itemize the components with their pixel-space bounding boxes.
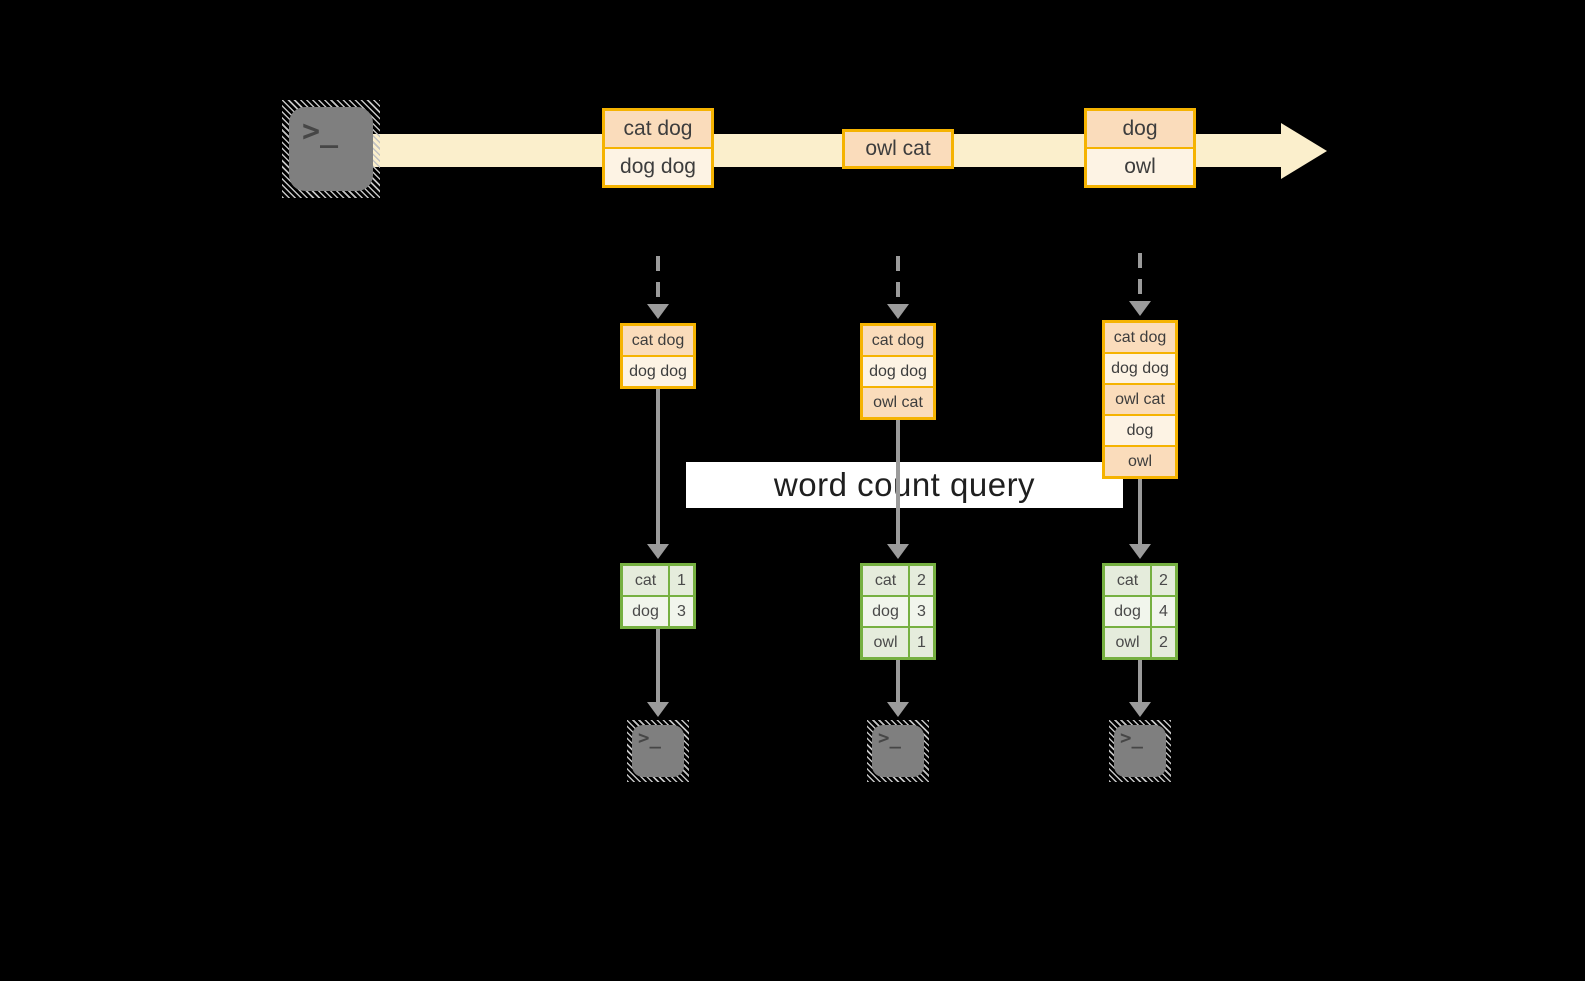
output-arrow-2 [896, 660, 900, 702]
output-arrowhead-3-icon [1129, 702, 1151, 717]
trigger-arrowhead-1-icon [647, 304, 669, 319]
table-row: cat 1 [623, 566, 693, 595]
trigger-arrow-3 [1138, 253, 1142, 301]
record-cell: owl cat [863, 388, 933, 417]
query-arrow-3 [1138, 479, 1142, 544]
query-arrowhead-3-icon [1129, 544, 1151, 559]
count-cell: 2 [1152, 566, 1175, 595]
trigger-arrow-1 [656, 256, 660, 304]
record-cell: dog dog [623, 357, 693, 386]
word-cell: cat [1105, 566, 1150, 595]
count-cell: 3 [910, 597, 933, 626]
source-terminal-icon: >_ [282, 100, 380, 198]
terminal-prompt-glyph: >_ [638, 727, 661, 749]
count-cell: 2 [910, 566, 933, 595]
record-cell: dog dog [605, 149, 711, 185]
count-cell: 1 [670, 566, 693, 595]
count-cell: 1 [910, 628, 933, 657]
terminal-prompt-glyph: >_ [878, 727, 901, 749]
record-cell: cat dog [863, 326, 933, 355]
count-cell: 2 [1152, 628, 1175, 657]
table-row: cat 2 [1105, 566, 1175, 595]
word-count-query-banner: word count query [686, 462, 1123, 508]
sink-terminal-3-icon: >_ [1109, 720, 1171, 782]
record-cell: owl [1087, 149, 1193, 185]
timeline-batch-1-box: cat dog dog dog [602, 108, 714, 188]
trigger-arrowhead-3-icon [1129, 301, 1151, 316]
table-row: owl 1 [863, 628, 933, 657]
output-arrow-1 [656, 629, 660, 702]
query-arrow-1 [656, 389, 660, 544]
word-cell: dog [863, 597, 908, 626]
record-cell: dog [1087, 111, 1193, 147]
record-cell: dog [1105, 416, 1175, 445]
input-batch-1: cat dog dog dog [620, 323, 696, 389]
terminal-prompt-glyph: >_ [302, 114, 339, 149]
word-cell: dog [1105, 597, 1150, 626]
table-row: owl 2 [1105, 628, 1175, 657]
timeline-batch-2-box: owl cat [842, 129, 954, 169]
query-arrowhead-1-icon [647, 544, 669, 559]
trigger-arrow-2 [896, 256, 900, 304]
table-row: cat 2 [863, 566, 933, 595]
terminal-body [289, 107, 373, 191]
record-cell: owl [1105, 447, 1175, 476]
terminal-body [632, 725, 684, 777]
result-table-1: cat 1 dog 3 [620, 563, 696, 629]
word-cell: dog [623, 597, 668, 626]
timeline-batch-3-box: dog owl [1084, 108, 1196, 188]
word-cell: owl [863, 628, 908, 657]
table-row: dog 3 [863, 597, 933, 626]
record-cell: owl cat [845, 132, 951, 166]
table-row: dog 3 [623, 597, 693, 626]
record-cell: owl cat [1105, 385, 1175, 414]
sink-terminal-1-icon: >_ [627, 720, 689, 782]
sink-terminal-2-icon: >_ [867, 720, 929, 782]
record-cell: dog dog [1105, 354, 1175, 383]
query-arrow-2 [896, 420, 900, 544]
record-cell: dog dog [863, 357, 933, 386]
output-arrowhead-1-icon [647, 702, 669, 717]
record-cell: cat dog [1105, 323, 1175, 352]
input-batch-2: cat dog dog dog owl cat [860, 323, 936, 420]
word-cell: cat [863, 566, 908, 595]
input-batch-3: cat dog dog dog owl cat dog owl [1102, 320, 1178, 479]
word-cell: cat [623, 566, 668, 595]
trigger-arrowhead-2-icon [887, 304, 909, 319]
output-arrowhead-2-icon [887, 702, 909, 717]
count-cell: 3 [670, 597, 693, 626]
record-cell: cat dog [605, 111, 711, 147]
word-cell: owl [1105, 628, 1150, 657]
result-table-3: cat 2 dog 4 owl 2 [1102, 563, 1178, 660]
terminal-body [1114, 725, 1166, 777]
count-cell: 4 [1152, 597, 1175, 626]
event-stream-arrowhead-icon [1281, 123, 1327, 179]
terminal-body [872, 725, 924, 777]
terminal-prompt-glyph: >_ [1120, 727, 1143, 749]
record-cell: cat dog [623, 326, 693, 355]
result-table-2: cat 2 dog 3 owl 1 [860, 563, 936, 660]
query-arrowhead-2-icon [887, 544, 909, 559]
output-arrow-3 [1138, 660, 1142, 702]
table-row: dog 4 [1105, 597, 1175, 626]
